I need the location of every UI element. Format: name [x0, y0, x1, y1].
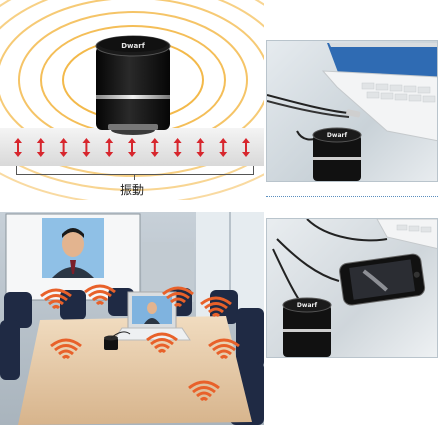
sound-wave-arc	[166, 292, 190, 300]
sound-wave-arc	[212, 344, 236, 352]
sound-wave-arc	[51, 305, 61, 310]
vibration-arrow	[82, 138, 91, 157]
vibration-arrow	[36, 138, 45, 157]
panel-divider	[266, 196, 438, 197]
vibration-arrow	[242, 138, 250, 157]
vibration-illustration: Dwarf 振動	[0, 0, 264, 200]
audio-cable	[306, 219, 388, 242]
phone-svg: Dwarf	[272, 219, 437, 357]
vibration-arrows	[14, 138, 250, 157]
sound-wave-arc	[196, 391, 212, 398]
sound-wave-arc	[211, 313, 221, 318]
speaker-image: Dwarf	[95, 35, 171, 135]
speaker-image: Dwarf	[282, 297, 332, 357]
speaker-image: Dwarf	[312, 127, 362, 181]
speaker-logo: Dwarf	[121, 42, 145, 50]
sound-wave-arc	[199, 397, 209, 402]
sound-wave-arc	[208, 338, 240, 348]
sound-wave-arc	[154, 343, 170, 350]
sound-wave-arc	[173, 303, 183, 308]
speaker-logo: Dwarf	[297, 302, 318, 309]
room-svg	[0, 212, 264, 425]
audio-cable	[267, 94, 350, 114]
vibration-caption: 振動	[119, 183, 144, 197]
laptop-connection-photo: Dwarf	[266, 40, 438, 182]
vibration-arrow	[150, 138, 159, 157]
speaker-logo: Dwarf	[327, 132, 348, 139]
vibration-arrow	[59, 138, 68, 157]
sound-wave-arc	[0, 0, 264, 177]
vibration-arrow	[219, 138, 228, 157]
person-on-screen	[52, 228, 94, 278]
phone-connection-photo: Dwarf	[266, 218, 438, 358]
sound-wave-arc	[54, 344, 78, 352]
sound-wave-arc	[204, 302, 228, 310]
sound-wave-arc	[150, 338, 174, 346]
sound-wave-arc	[61, 355, 71, 360]
sound-wave-arc	[188, 380, 220, 390]
sound-wave-arc	[200, 296, 232, 306]
sound-wave-arc	[50, 338, 82, 348]
sound-wave-arc	[208, 307, 224, 314]
sound-waves	[40, 284, 240, 402]
sound-wave-arc	[0, 0, 264, 191]
sound-wave-arc	[92, 295, 108, 302]
vibration-arrow	[14, 138, 22, 157]
vibration-arrow	[196, 138, 205, 157]
sound-wave-arc	[44, 294, 68, 302]
sound-wave-arc	[157, 349, 167, 354]
vibration-svg: Dwarf	[0, 0, 264, 200]
sound-wave-arc	[95, 301, 105, 306]
sound-wave-arc	[146, 332, 178, 342]
sound-wave-arc	[84, 284, 116, 294]
vibration-bracket-tick	[134, 174, 135, 180]
sound-wave-arc	[40, 288, 72, 298]
laptop-screen	[327, 43, 437, 81]
sound-wave-arc	[58, 349, 74, 356]
smartphone	[339, 253, 426, 306]
sound-wave-arc	[88, 290, 112, 298]
sound-wave-arc	[48, 299, 64, 306]
sound-wave-arc	[192, 386, 216, 394]
vibration-arrow	[105, 138, 114, 157]
sound-wave-arc	[162, 286, 194, 296]
vibration-arrow	[128, 138, 136, 157]
conference-room-photo	[0, 212, 264, 425]
vibration-arrow	[173, 138, 182, 157]
sound-wave-arc	[219, 355, 229, 360]
laptop-svg: Dwarf	[267, 43, 437, 181]
vibration-bracket	[16, 166, 254, 175]
sound-wave-arc	[216, 349, 232, 356]
sound-wave-arc	[170, 297, 186, 304]
